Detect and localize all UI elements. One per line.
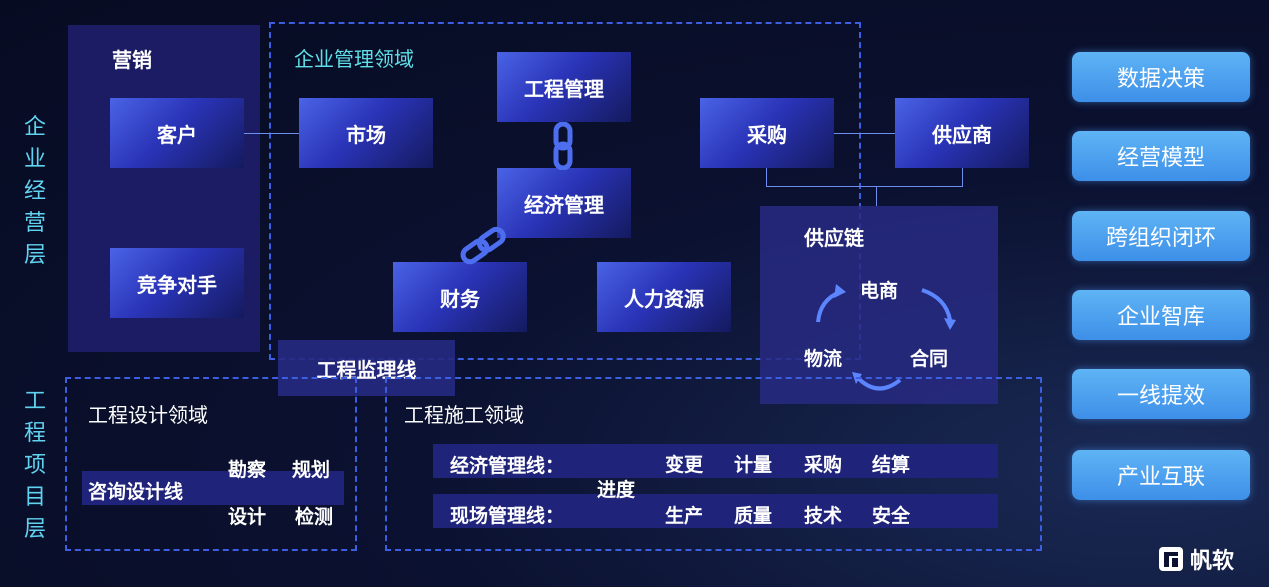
econ-item: 变更 <box>665 454 704 476</box>
planning-label: 规划 <box>292 459 331 481</box>
construction-region <box>385 377 1042 551</box>
design-title: 工程设计领域 <box>88 403 208 427</box>
logistics-label: 物流 <box>804 348 843 370</box>
inspection-label: 检测 <box>295 506 334 528</box>
procurement-supplier-connector <box>834 133 896 134</box>
site-item: 质量 <box>734 505 773 527</box>
finance-box: 财务 <box>393 262 527 332</box>
econ-item: 结算 <box>872 454 911 476</box>
cross-org-loop-button[interactable]: 跨组织闭环 <box>1072 211 1250 261</box>
site-line-bar <box>433 494 998 528</box>
fanruan-logo: 帆软 <box>1158 543 1234 575</box>
supplier-down-connector <box>962 168 963 186</box>
supply-horizontal-connector <box>766 186 963 187</box>
survey-label: 勘察 <box>228 459 267 481</box>
site-item: 生产 <box>665 505 704 527</box>
enterprise-mgmt-region <box>269 22 861 360</box>
hr-box: 人力资源 <box>597 262 731 332</box>
fanruan-logo-icon <box>1159 547 1183 571</box>
supply-chain-connector <box>876 186 877 206</box>
enterprise-think-tank-button[interactable]: 企业智库 <box>1072 290 1250 340</box>
design-label: 设计 <box>228 506 267 528</box>
enterprise-mgmt-title: 企业管理领域 <box>294 47 414 71</box>
enterprise-layer-label: 企业经营层 <box>23 115 46 268</box>
site-item: 技术 <box>804 505 843 527</box>
customer-market-connector <box>244 133 300 134</box>
marketing-title: 营销 <box>112 48 152 72</box>
progress-label: 进度 <box>597 479 636 501</box>
construction-title: 工程施工领域 <box>404 403 524 427</box>
industry-interconnect-button[interactable]: 产业互联 <box>1072 450 1250 500</box>
data-decision-button[interactable]: 数据决策 <box>1072 52 1250 102</box>
procurement-down-connector <box>766 168 767 186</box>
ecommerce-label: 电商 <box>860 280 899 302</box>
logo-text: 帆软 <box>1190 549 1235 574</box>
supplier-box: 供应商 <box>895 98 1029 168</box>
consult-design-bar <box>82 471 344 505</box>
customer-box: 客户 <box>110 98 244 168</box>
chain-link-icon <box>460 226 506 265</box>
project-layer-label: 工程项目层 <box>23 389 46 542</box>
supply-chain-panel <box>760 206 998 404</box>
contract-label: 合同 <box>910 348 949 370</box>
procurement-box: 采购 <box>700 98 834 168</box>
site-item: 安全 <box>872 505 911 527</box>
business-model-button[interactable]: 经营模型 <box>1072 131 1250 181</box>
chain-link-icon <box>553 122 573 170</box>
market-box: 市场 <box>299 98 433 168</box>
econ-line-bar <box>433 444 998 478</box>
competitor-box: 竞争对手 <box>110 248 244 318</box>
econ-item: 采购 <box>804 454 843 476</box>
consult-design-label: 咨询设计线 <box>88 481 184 503</box>
economic-mgmt-box: 经济管理 <box>497 168 631 238</box>
site-line-label: 现场管理线： <box>450 505 565 527</box>
design-region <box>65 377 357 551</box>
econ-line-label: 经济管理线： <box>450 455 565 477</box>
frontline-efficiency-button[interactable]: 一线提效 <box>1072 369 1250 419</box>
engineering-mgmt-box: 工程管理 <box>497 52 631 122</box>
supply-chain-title: 供应链 <box>804 226 864 250</box>
econ-item: 计量 <box>734 454 773 476</box>
